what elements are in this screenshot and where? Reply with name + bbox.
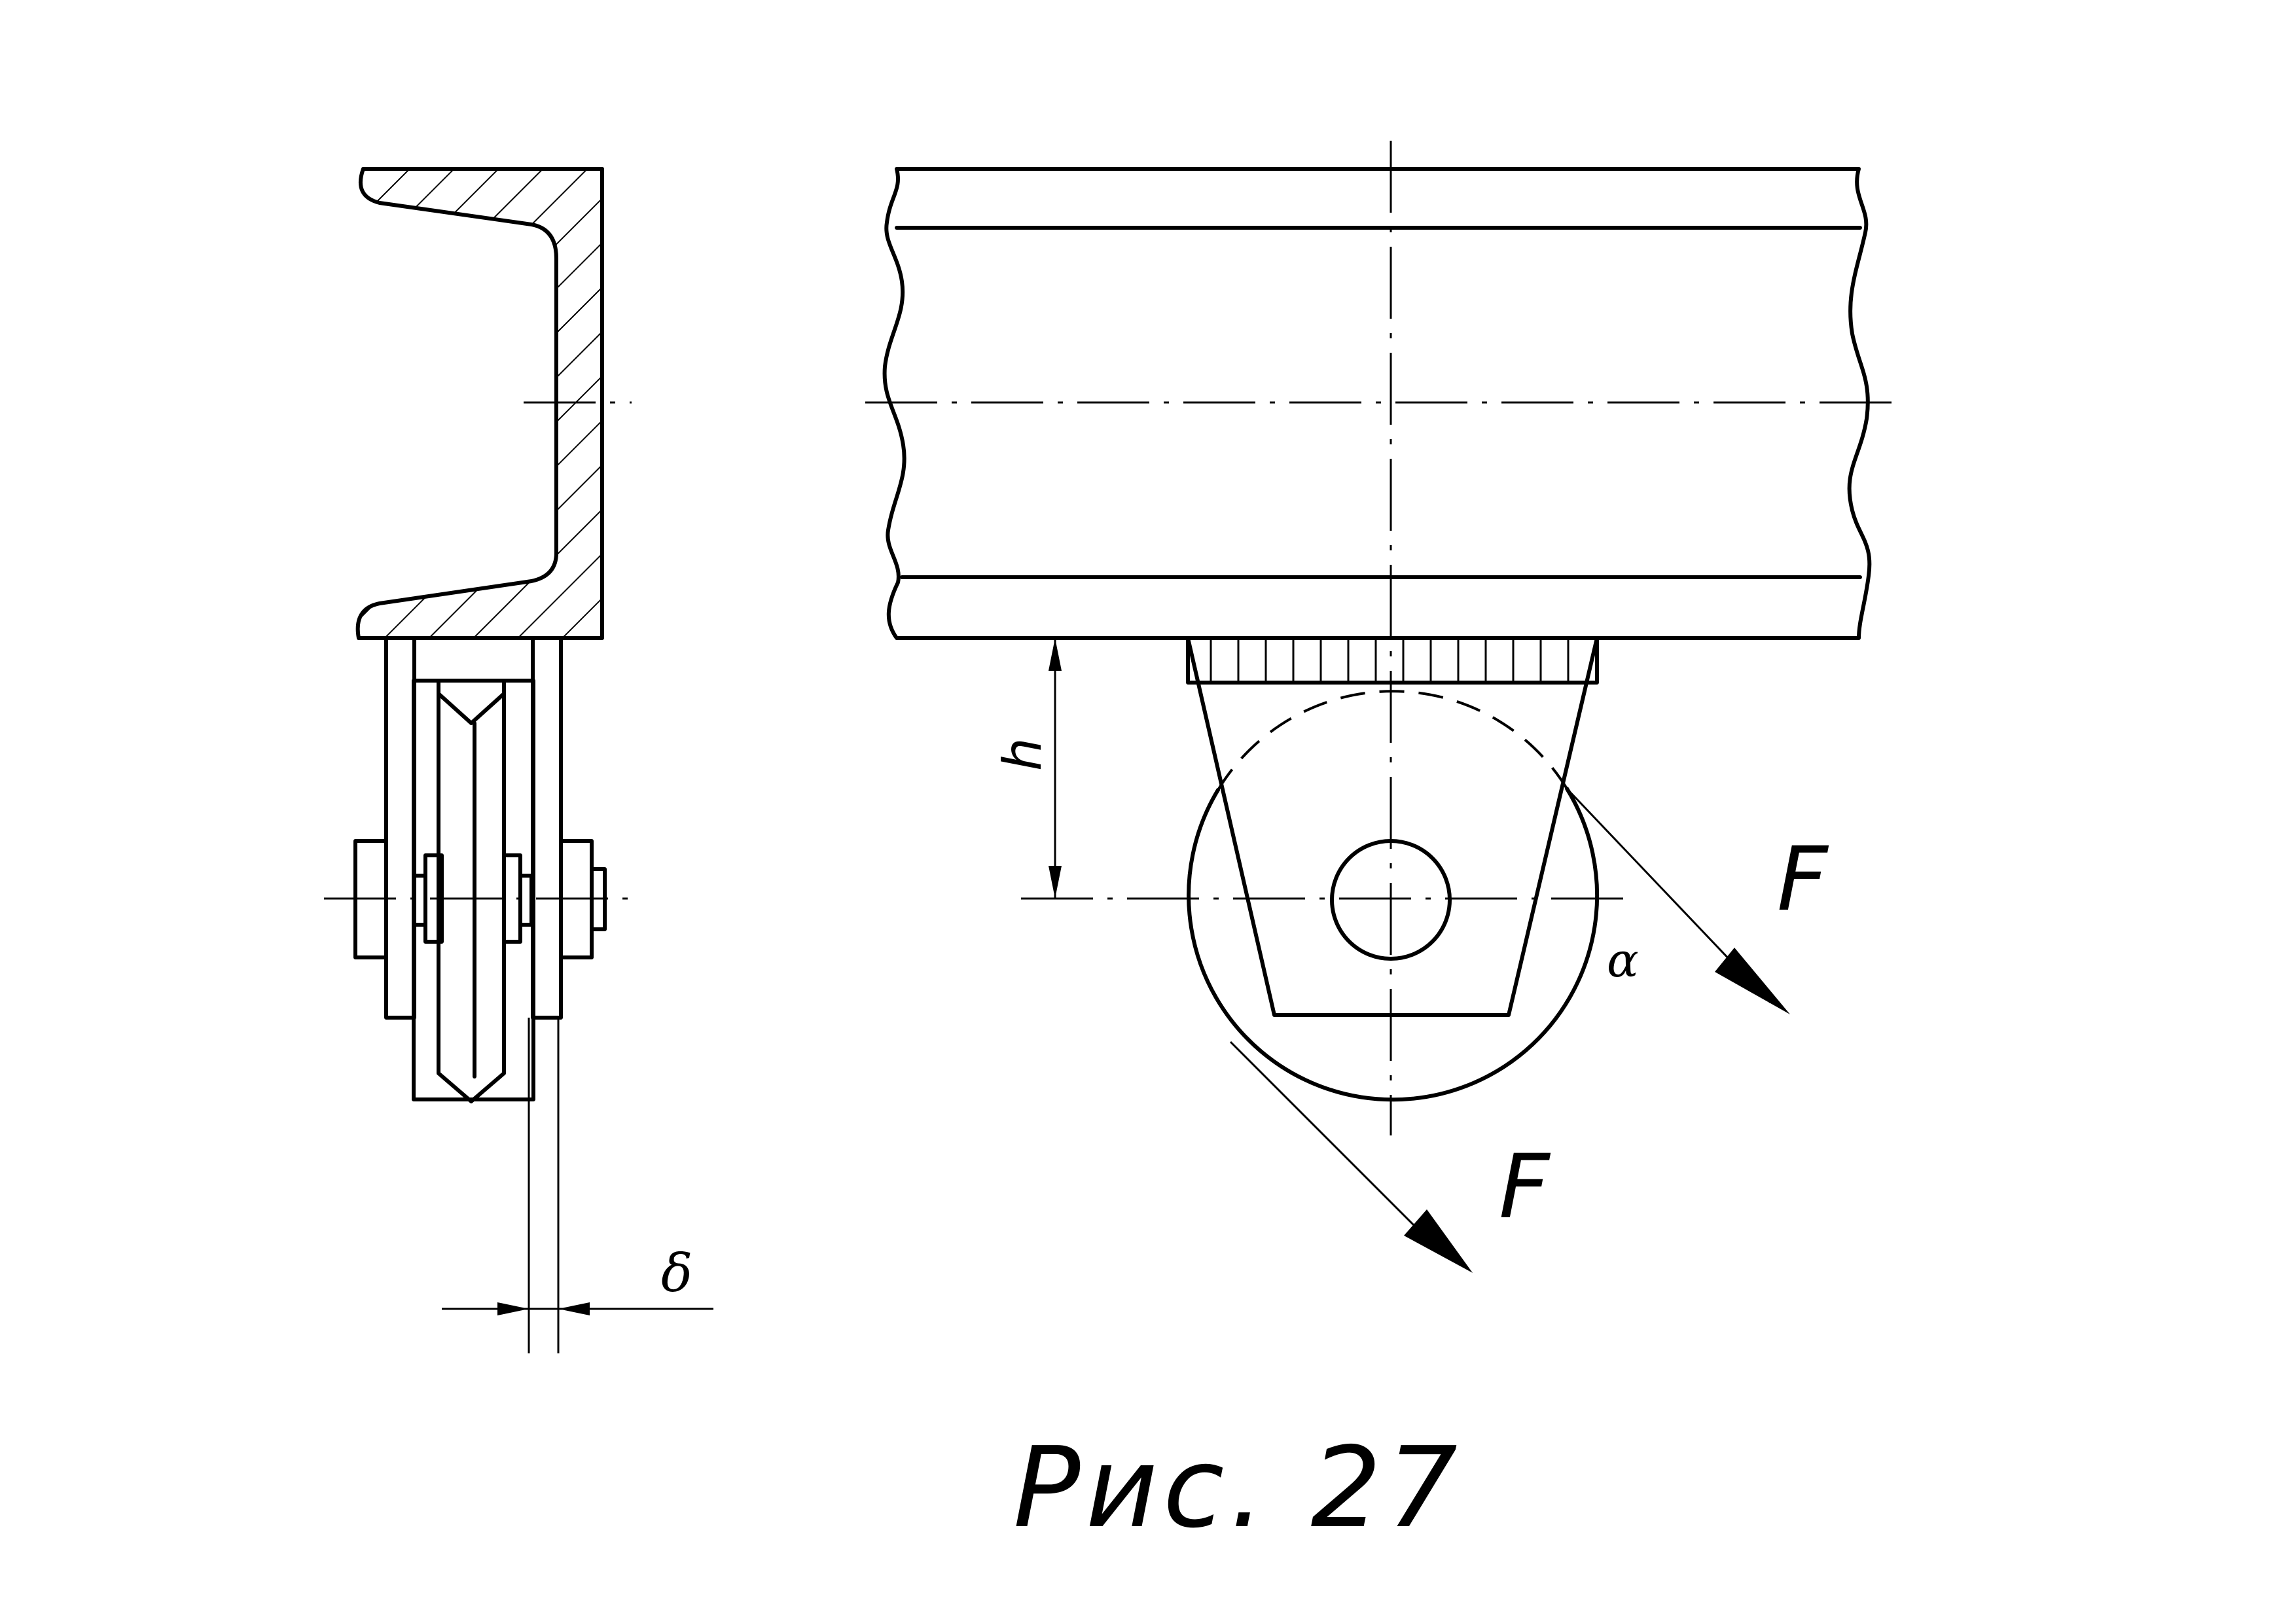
height-dimension xyxy=(1049,638,1062,899)
weld-ticks xyxy=(1210,638,1570,683)
figure-caption: Рис. 27 xyxy=(1013,1423,1463,1553)
channel-section-view: δ xyxy=(324,167,713,1353)
weld-strip xyxy=(1186,636,1599,685)
channel-section xyxy=(355,167,604,640)
pulley-groove xyxy=(437,679,506,1103)
pulley-circle-hidden xyxy=(1217,690,1568,791)
bracket-plate-right xyxy=(531,636,563,1020)
beam-outline xyxy=(882,167,1872,640)
hub-washer-left xyxy=(412,874,427,927)
force-arrow-lower xyxy=(1229,1041,1473,1273)
beam-front-view: h F α F xyxy=(865,141,1892,1273)
force-label-lower: F xyxy=(1499,1135,1551,1238)
bracket-plate-left xyxy=(384,636,416,1020)
gap-dimension xyxy=(442,1302,713,1315)
angle-label: α xyxy=(1607,933,1639,988)
force-arrow-upper xyxy=(1564,786,1790,1014)
pulley-circle xyxy=(1187,787,1600,1102)
height-label: h xyxy=(992,738,1053,771)
gap-label: δ xyxy=(661,1243,692,1304)
hub-washer-right xyxy=(518,874,533,927)
force-label-upper: F xyxy=(1777,828,1829,931)
